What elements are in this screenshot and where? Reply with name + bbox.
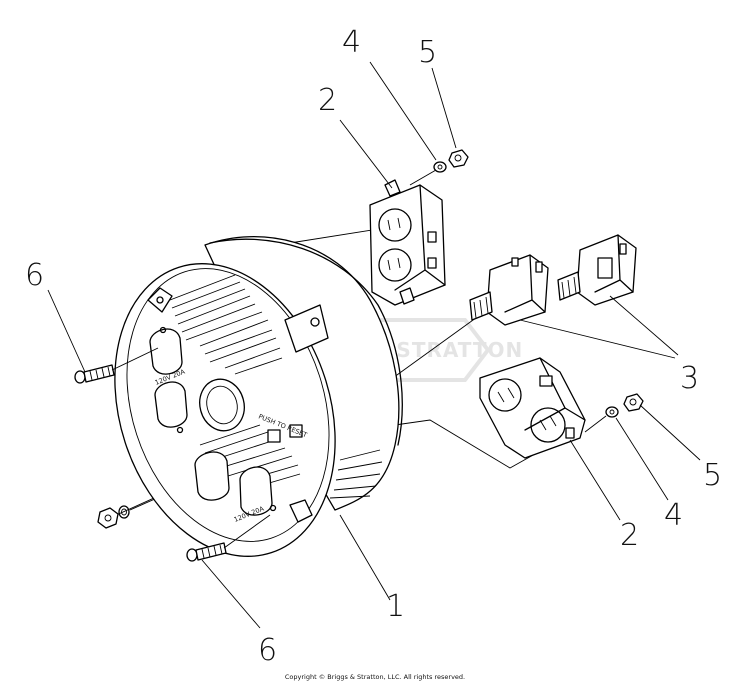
lower-washer <box>605 406 619 418</box>
receptacle-openings <box>149 328 273 516</box>
reset-washer <box>118 505 130 519</box>
lower-duplex-receptacle <box>479 357 586 459</box>
upper-screw <box>74 364 115 384</box>
upper-duplex-receptacle <box>369 179 446 306</box>
callouts: 4 5 2 6 3 5 4 2 1 6 <box>25 25 722 668</box>
callout-4-top: 4 <box>342 25 361 60</box>
upper-louvers <box>169 274 283 375</box>
callout-2-top: 2 <box>318 83 337 118</box>
reset-nut <box>97 507 119 529</box>
copyright-notice: Copyright © Briggs & Stratton, LLC. All … <box>284 673 466 681</box>
upper-nut <box>448 149 469 168</box>
callout-5-bottom: 5 <box>703 458 722 493</box>
reset-hole-left <box>267 429 281 443</box>
leader-lines <box>47 61 701 629</box>
callout-1: 1 <box>386 589 405 624</box>
circuit-breaker-right <box>557 234 637 306</box>
callout-4-bottom: 4 <box>664 498 683 533</box>
callout-6-top: 6 <box>25 258 44 293</box>
callout-2-bottom: 2 <box>620 518 639 553</box>
lower-nut <box>623 393 644 412</box>
reset-hole-right <box>289 424 303 438</box>
callout-5-top: 5 <box>418 35 437 70</box>
callout-3: 3 <box>680 361 699 396</box>
control-panel-housing: 120V 20A PUSH TO RESET 120V 20A <box>114 236 403 557</box>
callout-6-bottom: 6 <box>258 633 277 668</box>
center-opening <box>199 378 245 432</box>
upper-washer <box>433 161 447 173</box>
circuit-breaker-left <box>469 254 549 326</box>
lower-screw <box>186 542 227 562</box>
